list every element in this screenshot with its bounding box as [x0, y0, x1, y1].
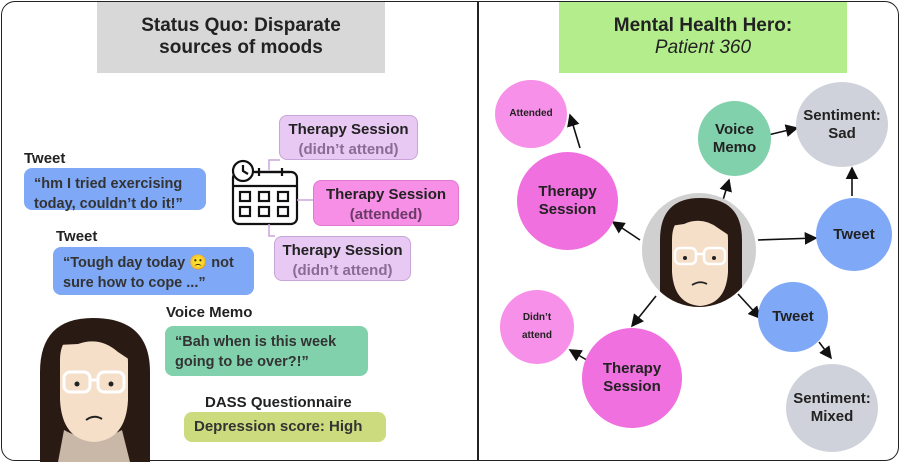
therapy-session-3: Therapy Session (didn’t attend)	[274, 236, 411, 281]
dass-label: DASS Questionnaire	[205, 394, 352, 411]
therapy-session-1-status: (didn’t attend)	[298, 141, 399, 158]
tweet2-label: Tweet	[56, 228, 98, 245]
therapy-session-2-title: Therapy Session	[325, 186, 447, 203]
arrow-to-sentiment-sad	[767, 124, 799, 137]
left-panel-title: Status Quo: Disparate sources of moods	[97, 2, 385, 73]
arrow-to-tweet-right	[757, 231, 818, 245]
node-tweet-bottom: Tweet	[758, 282, 828, 352]
tweet1-label: Tweet	[24, 150, 66, 167]
calendar-links	[268, 159, 313, 237]
tweet2-bubble: “Tough day today 🙁 not sure how to cope …	[53, 247, 254, 295]
arrow-to-sentiment-mixed	[818, 341, 832, 360]
arrow-to-voice-memo	[719, 178, 732, 201]
node-therapy-top: Therapy Session	[517, 152, 618, 250]
dass-bubble: Depression score: High	[184, 412, 386, 442]
arrow-to-therapy-bottom	[631, 295, 657, 328]
node-attended: Attended	[495, 80, 567, 148]
tweet1-bubble: “hm I tried exercising today, couldn’t d…	[24, 168, 206, 212]
voice-memo-bubble: “Bah when is this week going to be over?…	[165, 326, 368, 376]
node-didnt-attend: Didn’t attend	[500, 290, 574, 364]
therapy-session-2-status: (attended)	[349, 206, 423, 223]
therapy-session-2: Therapy Session (attended)	[313, 180, 459, 226]
therapy-session-3-status: (didn’t attend)	[292, 262, 393, 279]
node-therapy-bottom: Therapy Session	[582, 328, 682, 428]
right-title-line1: Mental Health Hero:	[613, 15, 793, 36]
arrow-to-therapy-top	[611, 221, 641, 241]
left-title-line2: sources of moods	[159, 37, 323, 58]
node-sentiment-mixed: Sentiment: Mixed	[786, 364, 878, 452]
arrow-to-attended	[567, 113, 581, 149]
right-title-line2: Patient 360	[654, 37, 752, 58]
therapy-session-1-title: Therapy Session	[288, 121, 409, 138]
panel-divider	[477, 1, 479, 461]
node-sentiment-sad: Sentiment: Sad	[796, 82, 888, 167]
node-tweet-right: Tweet	[816, 198, 892, 271]
right-panel-title: Mental Health Hero: Patient 360	[559, 2, 847, 73]
node-voice-memo: Voice Memo	[698, 101, 771, 176]
therapy-session-3-title: Therapy Session	[282, 242, 403, 259]
calendar-clock-icon	[231, 159, 299, 226]
therapy-session-1: Therapy Session (didn’t attend)	[279, 115, 418, 160]
arrow-to-tweet-bottom	[737, 293, 762, 320]
left-title-line1: Status Quo: Disparate	[141, 15, 341, 36]
voice-memo-label: Voice Memo	[166, 304, 253, 321]
